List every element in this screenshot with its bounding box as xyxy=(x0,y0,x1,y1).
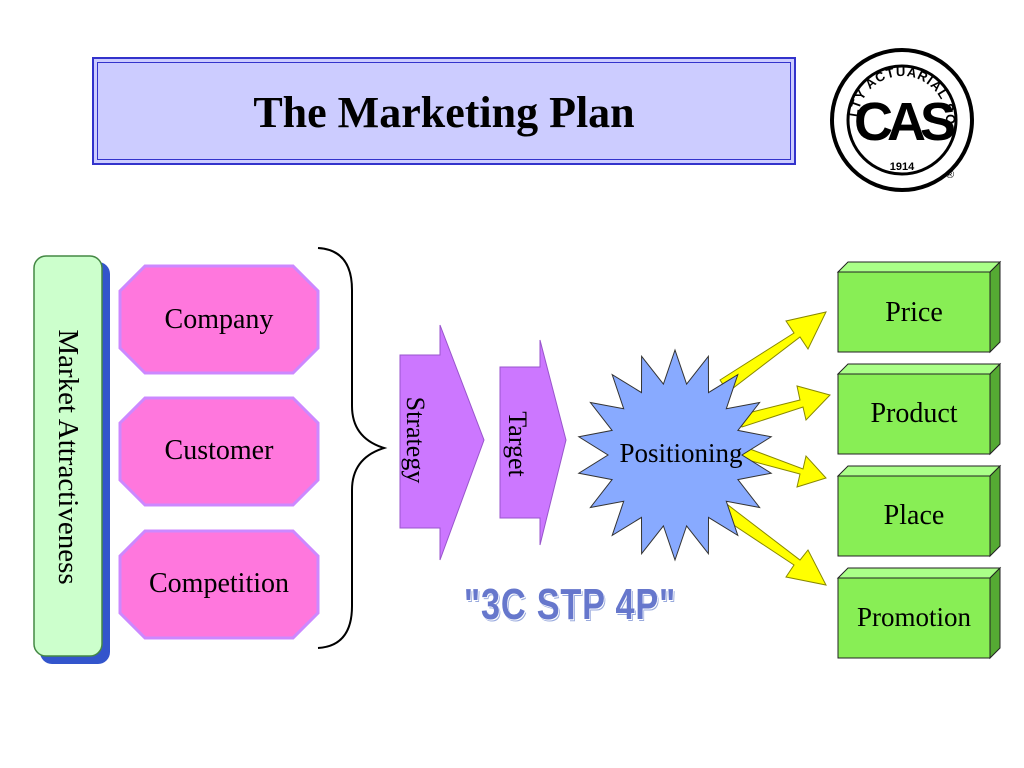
logo-letters: CAS xyxy=(854,92,954,152)
octagon-competition xyxy=(118,529,320,640)
octagon-customer xyxy=(118,396,320,507)
slogan-text: "3C STP 4P" xyxy=(463,580,677,629)
label-product: Product xyxy=(870,398,958,429)
octagon-company xyxy=(118,264,320,375)
strategy-arrow xyxy=(399,324,485,561)
cas-logo: CASUALTY ACTUARIAL SOCIETY CAS 1914 ® xyxy=(0,0,974,192)
box-promotion xyxy=(836,566,1002,660)
label-positioning: Positioning xyxy=(619,438,743,468)
logo-year: 1914 xyxy=(890,161,915,173)
box-product xyxy=(836,362,1002,456)
label-strategy: Strategy xyxy=(401,396,430,484)
box-place xyxy=(836,464,1002,558)
label-competition: Competition xyxy=(149,568,289,599)
label-customer: Customer xyxy=(164,435,274,466)
positioning-star xyxy=(577,348,773,562)
target-arrow xyxy=(499,339,567,546)
title-box: The Marketing Plan xyxy=(92,57,796,165)
label-place: Place xyxy=(883,500,945,531)
arrow-to-promotion xyxy=(719,504,827,586)
arrow-to-price xyxy=(719,311,827,393)
arrow-to-product xyxy=(739,385,831,428)
sidebar-label: Market Attractiveness xyxy=(52,329,84,585)
label-promotion: Promotion xyxy=(856,602,971,632)
label-price: Price xyxy=(885,297,943,328)
label-company: Company xyxy=(164,304,274,335)
logo-ring-text: CASUALTY ACTUARIAL SOCIETY xyxy=(0,0,958,125)
box-price xyxy=(836,260,1002,354)
logo-registered-mark: ® xyxy=(946,169,954,181)
label-target: Target xyxy=(503,411,532,477)
arrow-to-place xyxy=(739,445,827,488)
right-brace xyxy=(317,247,388,649)
page-title: The Marketing Plan xyxy=(253,88,635,137)
sidebar-box xyxy=(33,255,103,657)
